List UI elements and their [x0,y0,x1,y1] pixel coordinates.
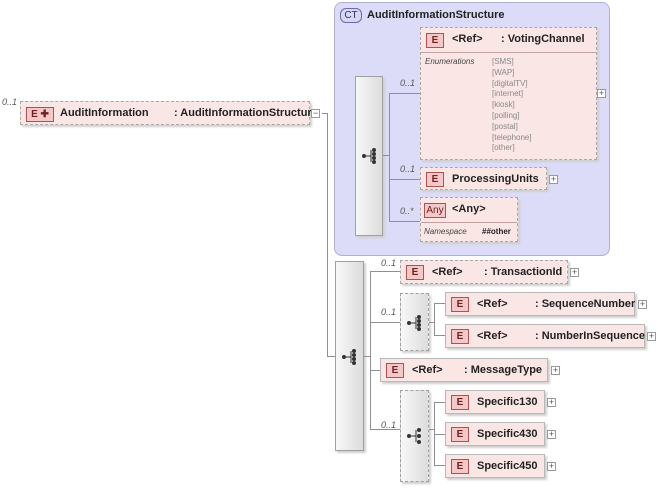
ref-label: <Ref> [452,33,483,45]
enum-kiosk: [kiosk] [492,100,515,110]
specific450-element[interactable]: E Specific450 [445,454,545,478]
sequence-icon [362,148,376,164]
enumerations-label: Enumerations [425,57,475,66]
ref-label: <Ref> [432,266,463,278]
transaction-id-cardinality: 0..1 [381,258,397,268]
element-name: ProcessingUnits [452,173,539,185]
element-name: : SequenceNumber [535,298,636,310]
enum-wap: [WAP] [492,67,515,77]
number-in-sequence-element[interactable]: E <Ref> : NumberInSequence [445,324,645,348]
any-wildcard[interactable]: Any <Any> Namespace ##other [420,197,518,242]
processing-units-element[interactable]: E ProcessingUnits [420,167,547,190]
voting-channel-cardinality: 0..1 [400,78,416,88]
expand-toggle[interactable]: + [597,88,606,98]
element-name: Specific130 [477,396,538,408]
element-name: Specific450 [477,460,538,472]
expand-toggle[interactable]: + [638,299,647,309]
element-icon: E [426,172,444,187]
expand-toggle[interactable]: + [570,267,579,277]
specific430-element[interactable]: E Specific430 [445,422,545,446]
element-type: : AuditInformationStructure [174,107,318,119]
inner-sequence-compositor[interactable] [400,293,429,351]
any-icon: Any [424,203,446,218]
element-icon: E [426,33,444,48]
element-icon: E [451,329,469,344]
element-name: Specific430 [477,428,538,440]
specific130-element[interactable]: E Specific130 [445,390,545,414]
element-name: : MessageType [464,364,543,376]
audit-information-element[interactable]: E ✚ AuditInformation : AuditInformationS… [20,101,318,125]
processing-units-cardinality: 0..1 [400,164,416,174]
sequence-icon [407,315,421,331]
element-icon: E [406,265,424,280]
element-icon: E [451,459,469,474]
element-icon: E [386,363,404,378]
outer-sequence-compositor[interactable] [335,261,364,451]
expand-toggle[interactable]: + [647,331,656,341]
ref-label: <Ref> [477,330,508,342]
element-name: : TransactionId [484,266,563,278]
choice-compositor[interactable] [400,390,429,482]
element-name: AuditInformation [60,107,149,119]
voting-channel-element[interactable]: E <Ref> : VotingChannel Enumerations [SM… [420,27,597,160]
enum-digitaltv: [digitalTV] [492,78,528,88]
element-icon: E [451,297,469,312]
enum-sms: [SMS] [492,57,514,66]
namespace-value: ##other [482,227,511,236]
sequence-cardinality: 0..1 [381,307,397,317]
element-name: : NumberInSequence [535,330,646,342]
expand-toggle[interactable]: + [547,397,556,407]
complex-type-name: AuditInformationStructure [367,9,505,21]
choice-icon [407,428,421,444]
ref-label: <Ref> [477,298,508,310]
expand-toggle[interactable]: + [547,429,556,439]
complex-type-icon: CT [340,8,362,23]
namespace-label: Namespace [424,227,467,236]
enumeration-list: [SMS] [WAP] [digitalTV] [internet] [kios… [492,57,532,154]
sequence-compositor[interactable] [355,76,383,236]
enum-postal: [postal] [492,121,518,131]
enum-polling: [polling] [492,110,520,120]
element-icon: E ✚ [26,107,54,122]
transaction-id-element[interactable]: E <Ref> : TransactionId [400,260,568,284]
enum-telephone: [telephone] [492,132,532,142]
expand-toggle[interactable]: + [549,174,558,184]
collapse-toggle[interactable]: − [311,108,320,118]
root-cardinality: 0..1 [2,97,18,107]
message-type-element[interactable]: E <Ref> : MessageType [380,358,548,382]
expand-toggle[interactable]: + [551,365,560,375]
element-icon: E [451,395,469,410]
element-icon: E [451,427,469,442]
ref-label: <Ref> [412,364,443,376]
any-name: <Any> [452,203,486,215]
enum-internet: [internet] [492,89,524,99]
any-cardinality: 0..* [400,206,414,216]
element-name: : VotingChannel [501,33,585,45]
expand-toggle[interactable]: + [547,461,556,471]
sequence-number-element[interactable]: E <Ref> : SequenceNumber [445,292,635,316]
sequence-icon [342,349,356,365]
choice-cardinality: 0..1 [381,420,397,430]
enum-other: [other] [492,143,515,153]
